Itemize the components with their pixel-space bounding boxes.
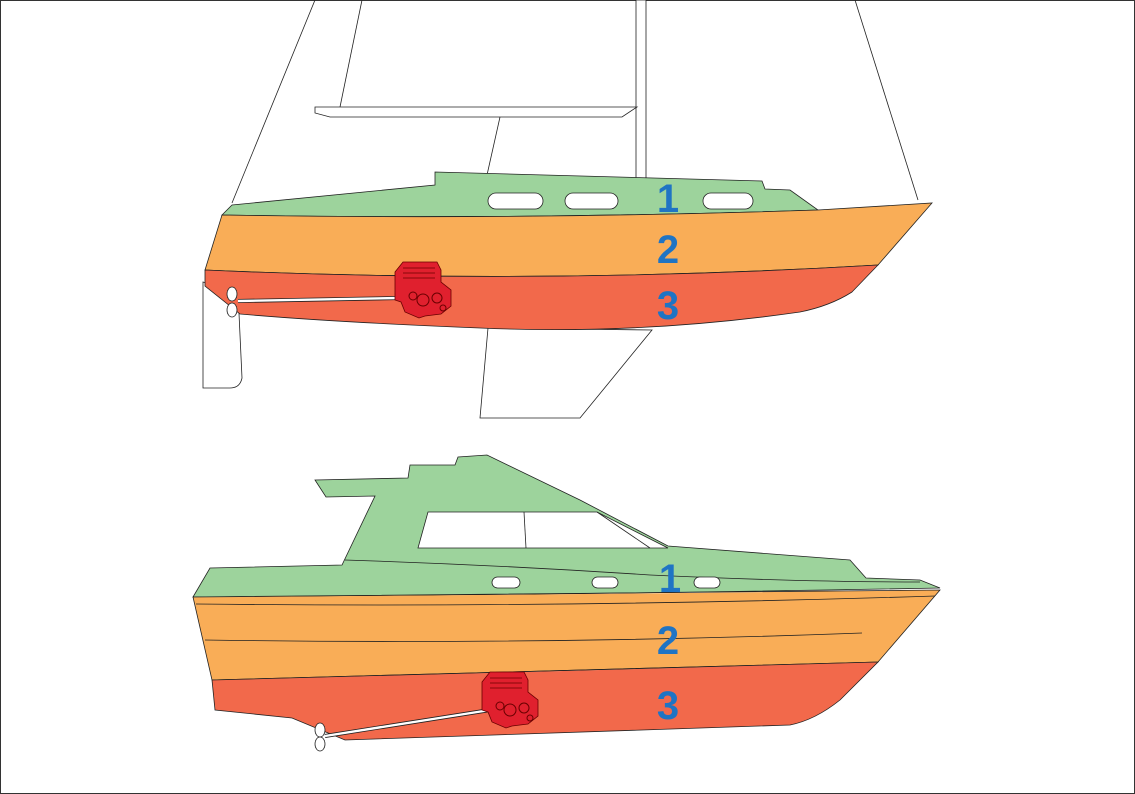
zone-3-sailboat (204, 264, 879, 331)
zone-label-1: 1 (659, 557, 681, 601)
keel (479, 327, 653, 419)
mast (635, 0, 647, 183)
zone-label-2: 2 (657, 228, 679, 272)
motorboat: 1 2 3 (192, 454, 941, 752)
rigging (231, 0, 919, 204)
propeller-icon (314, 722, 326, 752)
zone-label-1: 1 (657, 177, 679, 221)
zone-label-3: 3 (657, 684, 679, 728)
portholes (491, 576, 721, 589)
zone-label-3: 3 (657, 284, 679, 328)
sailboat: 1 2 3 (202, 0, 933, 419)
propeller-icon (226, 286, 238, 318)
zone-label-2: 2 (657, 619, 679, 663)
boom (314, 106, 639, 118)
cabin-window (417, 511, 669, 549)
zone-3-motorboat (211, 661, 879, 741)
portholes (487, 192, 754, 210)
